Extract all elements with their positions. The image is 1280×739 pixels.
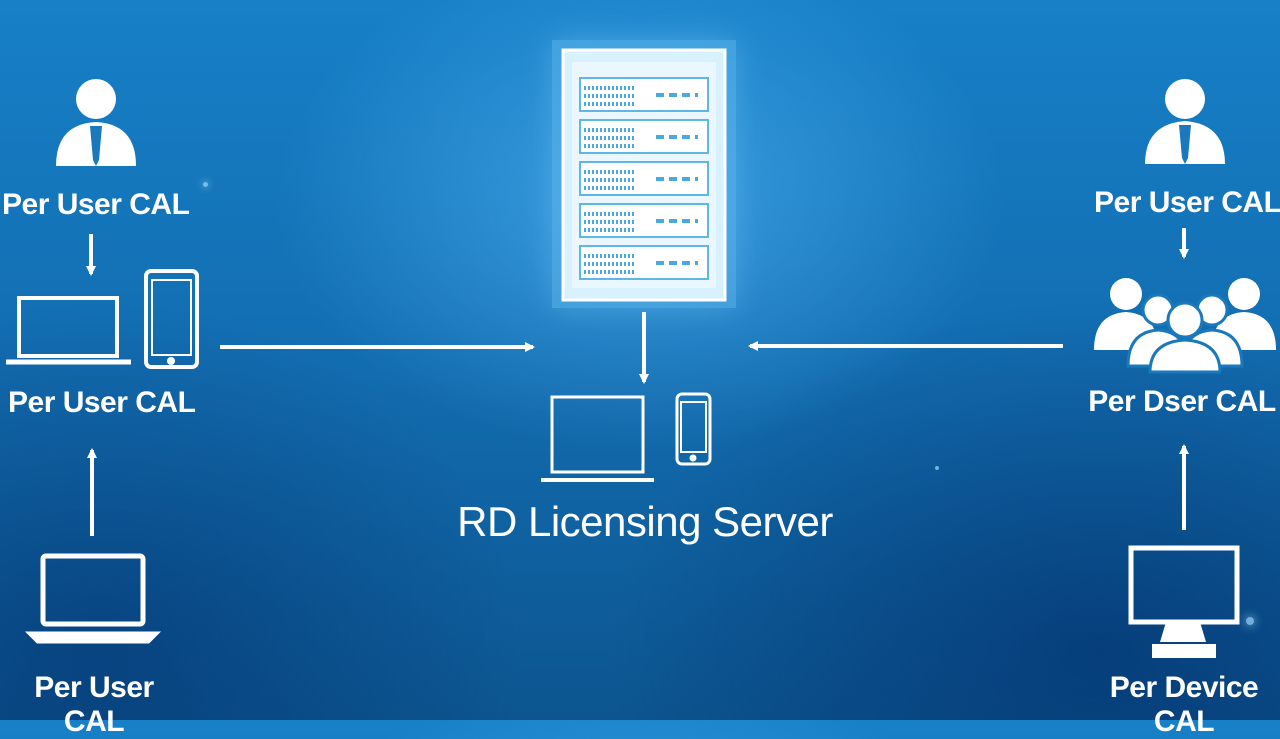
label-right-top: Per User CAL (1094, 186, 1280, 219)
laptop-icon (541, 395, 654, 482)
user-icon (56, 79, 136, 166)
desktop-monitor-icon (1128, 545, 1240, 658)
decorative-light-dot (203, 182, 208, 187)
decorative-light-dot (1246, 617, 1254, 625)
label-right-bottom: Per Device CAL (1109, 671, 1259, 738)
label-left-bottom: Per User CAL (34, 671, 154, 738)
server-icon (552, 40, 736, 308)
diagram-title: RD Licensing Server (457, 498, 833, 545)
user-group-icon (1094, 278, 1276, 374)
user-icon (1145, 79, 1225, 164)
decorative-light-dot (935, 466, 939, 470)
laptop-icon (24, 553, 162, 644)
label-left-middle: Per User CAL (8, 386, 196, 419)
laptop-icon (6, 296, 131, 365)
label-left-top: Per User CAL (2, 188, 190, 221)
phone-icon (675, 392, 712, 466)
tablet-icon (144, 269, 199, 369)
label-right-middle: Per Dser CAL (1088, 385, 1276, 418)
diagram-canvas (6, 40, 1276, 658)
